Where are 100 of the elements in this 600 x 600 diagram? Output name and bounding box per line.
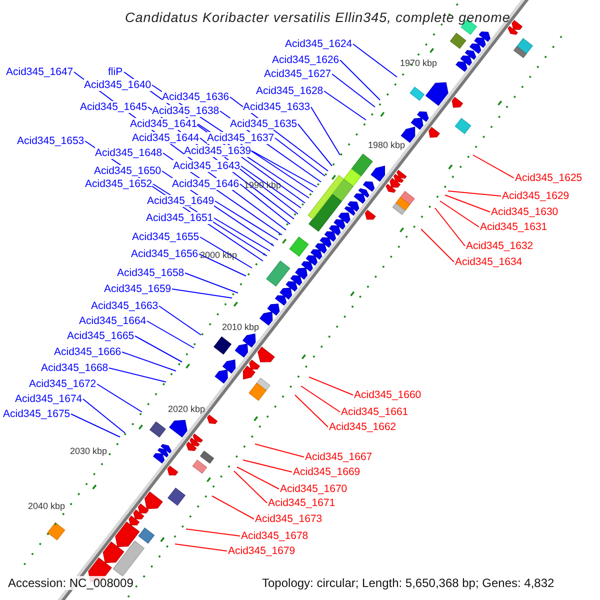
scale-label: 2030 kbp [70,446,108,456]
gene-label: Acid345_1636 [162,91,230,103]
leader-line [186,528,240,536]
gene-label: Acid345_1644 [132,132,200,144]
leader-line [310,106,340,156]
gene-label: Acid345_1634 [455,256,522,268]
gene-label: Acid345_1649 [147,195,214,207]
gene-label: Acid345_1679 [228,545,296,557]
leader-line [440,200,480,228]
gene-label: Acid345_1637 [207,132,274,144]
gene-label: Acid345_1638 [152,105,220,117]
leader-line [332,74,376,108]
gene-label: Acid345_1671 [268,497,336,509]
gene-label: Acid345_1667 [305,451,372,463]
leader-line [242,460,292,472]
scale-label: 2040 kbp [28,501,66,511]
gene-label: Acid345_1633 [243,101,310,113]
gene-label: Acid345_1664 [79,315,146,327]
gene-label: Acid345_1624 [285,38,352,50]
gene-label: Acid345_1647 [6,66,74,78]
leader-line [122,352,176,372]
leader-line [234,470,268,504]
gene-label: Acid345_1641 [130,118,198,130]
gene-label: Acid345_1660 [354,389,422,401]
gene-label: Acid345_1653 [17,135,84,147]
leader-line [236,466,280,490]
gene-label: Acid345_1640 [84,79,152,91]
leader-line [352,44,398,78]
gene-label: Acid345_1669 [293,466,360,478]
scale-label: 1970 kbp [400,58,438,68]
leader-line [300,386,340,412]
scale-label: 2020 kbp [168,404,206,414]
leader-line [108,368,166,382]
leader-line [340,60,380,100]
gene-label: Acid345_1665 [67,330,134,342]
leader-line [252,150,318,188]
leader-line [146,320,194,348]
gene-label: Acid345_1674 [15,393,82,405]
gene-label: Acid345_1635 [230,118,298,130]
gene-label: fliP [108,66,123,78]
gene-label: Acid345_1673 [255,513,322,525]
leader-line [274,138,326,176]
leader-line [184,272,238,294]
gene-label: Acid345_1639 [184,145,252,157]
leader-line [298,124,332,166]
leader-line [158,306,202,336]
gene-label: Acid345_1626 [272,54,340,66]
accession-text: Accession: NC_008009 [8,576,134,590]
leader-line [324,90,366,120]
genome-summary-text: Topology: circular; Length: 5,650,368 bp; Genes: 4,832 [262,576,554,590]
gene-label: Acid345_1652 [85,178,152,190]
leader-line [214,218,270,252]
scale-label: 1980 kbp [368,140,406,150]
gene-label: Acid345_1643 [173,160,240,172]
gene-label: Acid345_1672 [29,378,96,390]
gene-label: Acid345_1659 [104,283,172,295]
gene-label: Acid345_1631 [480,221,548,233]
leader-line [70,414,120,438]
leader-line [254,444,304,458]
leader-line [172,288,232,298]
gene-label: Acid345_1656 [131,248,198,260]
gene-label: Acid345_1658 [117,267,184,279]
gene-label: Acid345_1662 [329,421,396,433]
leader-line [420,228,454,262]
leader-line [448,190,502,196]
gene-label: Acid345_1651 [146,212,214,224]
gene-label: Acid345_1645 [80,101,148,113]
leader-line [134,336,182,362]
leader-line [198,254,246,276]
gene-label: Acid345_1646 [172,178,240,190]
leader-line [308,376,354,396]
gene-label: Acid345_1678 [241,530,308,542]
leader-line [472,154,514,178]
gene-label: Acid345_1650 [94,165,162,177]
gene-label: Acid345_1648 [95,147,162,159]
leader-line [82,398,126,434]
gene-label: Acid345_1630 [491,206,558,218]
gene-label: Acid345_1629 [502,190,570,202]
scale-label: 2010 kbp [222,322,260,332]
gene-label: Acid345_1668 [41,362,108,374]
leader-line [444,194,490,212]
gene-label: Acid345_1655 [132,231,200,243]
leader-line [174,544,228,552]
gene-label: Acid345_1666 [54,346,122,358]
leader-line [200,236,252,268]
gene-label: Acid345_1675 [3,408,70,420]
gene-label: Acid345_1661 [341,406,408,418]
leader-line [212,496,254,520]
gene-label: Acid345_1663 [91,300,158,312]
leader-line [294,394,328,428]
gene-label: Acid345_1670 [280,483,348,495]
leader-line [96,384,142,412]
leader-line [240,166,302,208]
gene-label: Acid345_1627 [264,68,332,80]
gene-label: Acid345_1625 [515,172,582,184]
leader-line [434,208,466,246]
map-title: Candidatus Koribacter versatilis Ellin345, complete genome [125,10,510,25]
gene-label: Acid345_1632 [466,240,534,252]
gene-label: Acid345_1628 [256,85,324,97]
leader-line [214,200,278,240]
